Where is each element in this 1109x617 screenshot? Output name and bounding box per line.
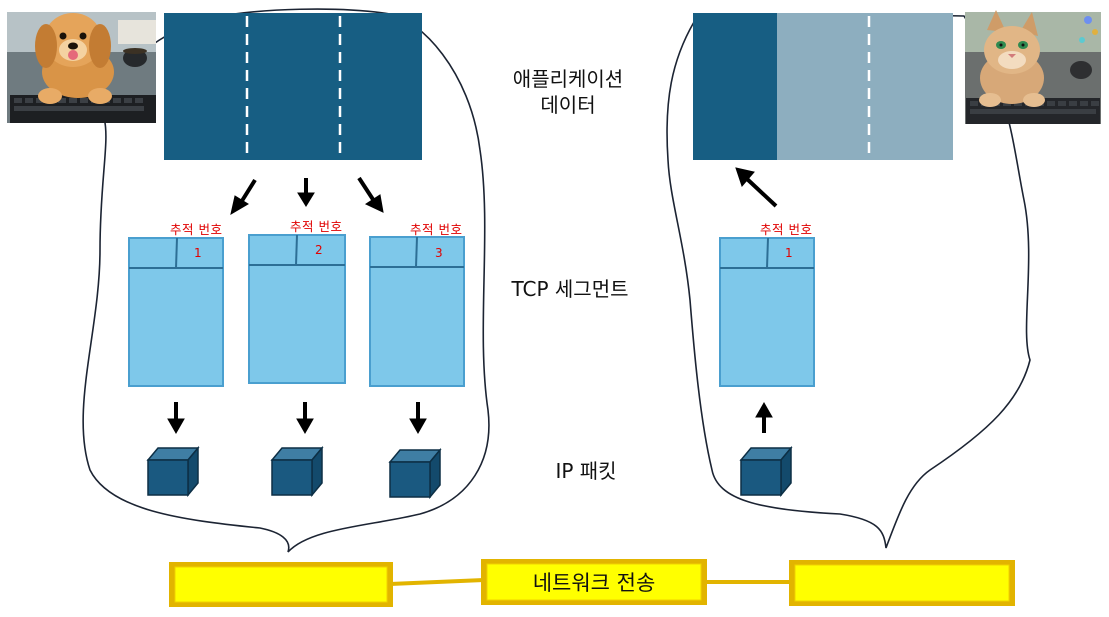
packet-to-segment-arrow-head — [755, 401, 773, 418]
tracking-number-value: 3 — [435, 246, 443, 260]
split-arrow-left-head — [230, 195, 249, 216]
reassemble-arrow — [744, 176, 778, 208]
tcp-segment-header-divider — [295, 234, 298, 266]
cat-avatar — [965, 10, 1101, 124]
receiver-app-data-received — [693, 13, 777, 160]
split-arrow-right-head — [364, 194, 384, 213]
app-data-label-line2: 데이터 — [540, 93, 596, 117]
tcp-segment-header-divider — [175, 237, 178, 269]
tcp-segment-header-divider — [766, 237, 769, 269]
split-arrow-middle-head — [297, 192, 315, 207]
tracking-number-label: 추적 번호 — [170, 222, 223, 237]
tracking-number-label: 추적 번호 — [760, 222, 813, 237]
receiver-app-data-pending — [777, 13, 953, 160]
network-transfer-label: 네트워크 전송 — [532, 571, 656, 595]
puppy-avatar — [7, 12, 156, 123]
app-data-label: 애플리케이션 데이터 — [508, 66, 628, 118]
reassemble-arrow-head — [735, 167, 755, 187]
tracking-number-value: 1 — [785, 246, 793, 260]
segment-to-packet-arrow-head — [409, 418, 427, 435]
tracking-number-value: 2 — [315, 243, 323, 257]
network-transfer-box: 네트워크 전송 — [487, 564, 701, 600]
tracking-number-label: 추적 번호 — [410, 222, 463, 237]
ip-packet-cube — [388, 447, 442, 500]
tcp-segment-label: TCP 세그먼트 — [511, 277, 629, 301]
tcp-segment-1 — [128, 237, 224, 387]
split-arrow-right — [357, 176, 376, 203]
app-data-label-line1: 애플리케이션 — [512, 67, 624, 91]
split-arrow-left — [238, 178, 257, 206]
network-link-left — [389, 578, 485, 586]
segment-to-packet-arrow-head — [296, 418, 314, 435]
tcp-segment-header-divider — [415, 236, 418, 268]
ip-packet-cube — [146, 445, 200, 498]
tracking-number-label: 추적 번호 — [290, 219, 343, 234]
ip-packet-cube-received — [739, 445, 793, 498]
ip-packet-label: IP 패킷 — [555, 459, 617, 483]
segment-to-packet-arrow-head — [167, 418, 185, 435]
ip-packet-cube — [270, 445, 324, 498]
tracking-number-value: 1 — [194, 246, 202, 260]
sender-app-data-block — [164, 13, 422, 160]
